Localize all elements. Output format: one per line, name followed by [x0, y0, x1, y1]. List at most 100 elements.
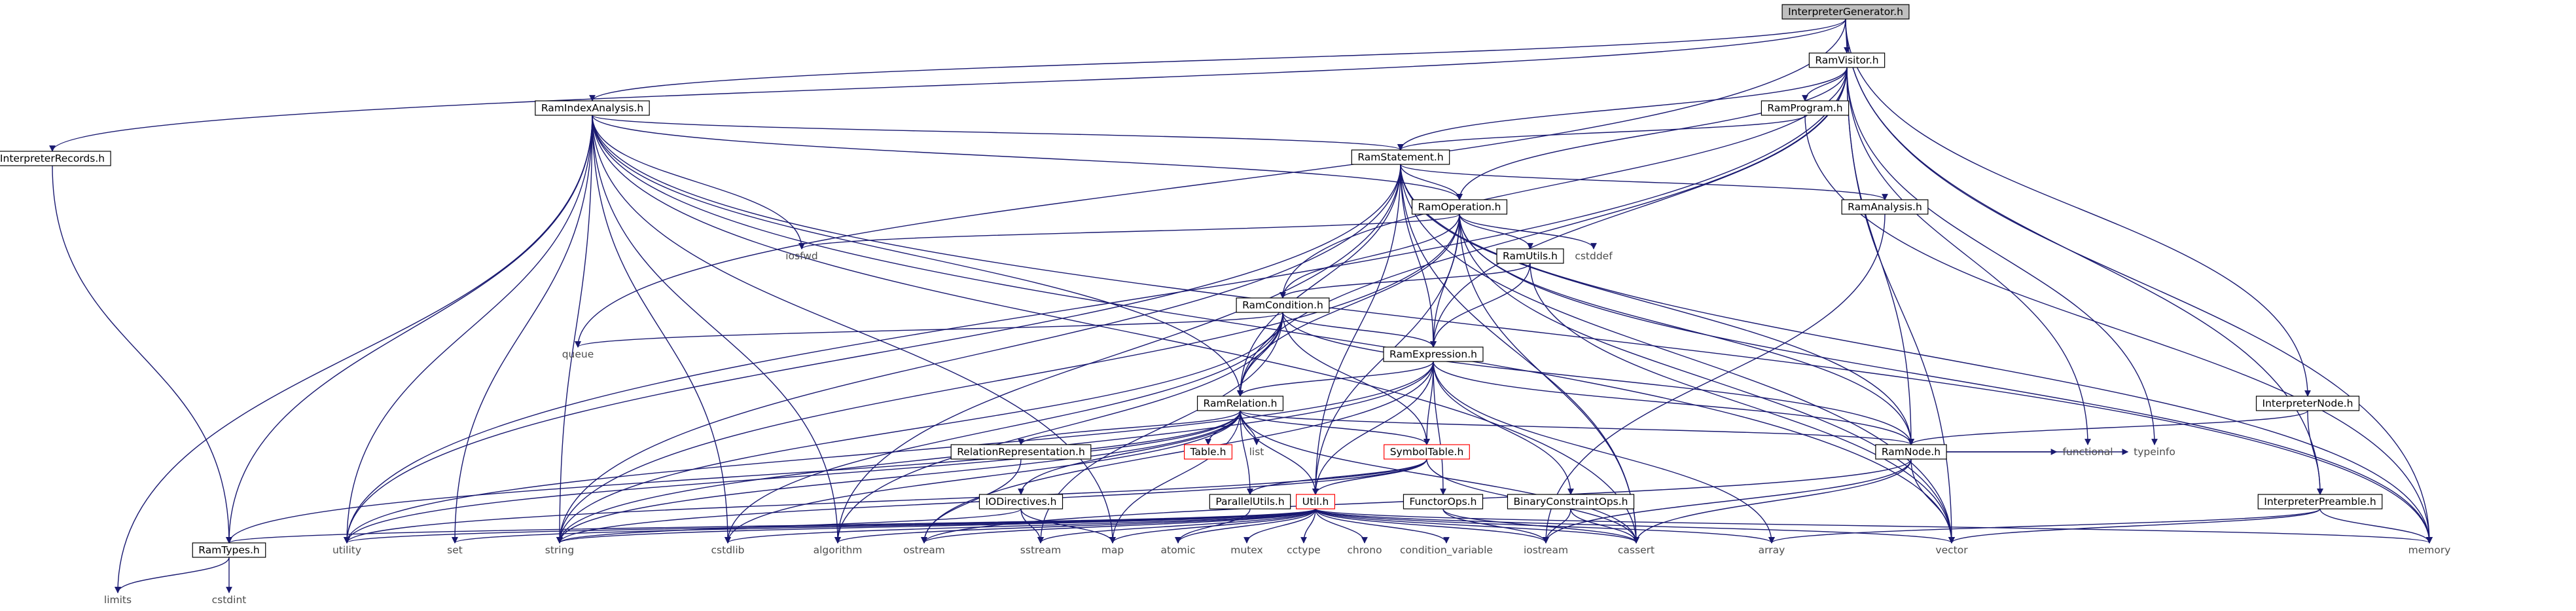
node-ramutils-h[interactable]: RamUtils.h: [1496, 248, 1564, 264]
node-table-h[interactable]: Table.h: [1183, 444, 1233, 460]
node-box: [1296, 494, 1335, 509]
edge-path: [556, 508, 1316, 544]
node-ramrelation-h[interactable]: RamRelation.h: [1196, 396, 1284, 411]
node-ramexpression-h[interactable]: RamExpression.h: [1383, 346, 1484, 362]
edge-ramutils-h-to-vector: [1530, 263, 1955, 544]
node-ramanalysis-h[interactable]: RamAnalysis.h: [1841, 199, 1929, 215]
edge-util-h-to-cctype: [1300, 508, 1316, 544]
node-ramoperation-h[interactable]: RamOperation.h: [1411, 199, 1508, 215]
node-utility: utility: [332, 544, 361, 556]
node-label: RamVisitor.h: [1815, 54, 1878, 66]
edge-ramexpression-h-to-ramnode-h: [1433, 361, 1914, 445]
edge-util-h-to-sstream: [1037, 508, 1316, 544]
edge-ramoperation-h-to-ramrelation-h: [1237, 213, 1460, 397]
edge-ramoperation-h-to-memory: [1459, 213, 2433, 544]
node-label: cassert: [1618, 544, 1655, 556]
edge-path: [556, 410, 1241, 544]
node-box: [978, 494, 1064, 509]
edge-path: [834, 164, 1401, 544]
node-cassert: cassert: [1618, 544, 1655, 556]
node-cstdint: cstdint: [212, 594, 247, 606]
node-interpreterrecords-h[interactable]: InterpreterRecords.h: [0, 151, 111, 166]
edge-path: [1397, 115, 1806, 151]
edge-path: [49, 18, 1846, 152]
edge-path: [798, 213, 1460, 250]
node-vector: vector: [1935, 544, 1968, 556]
node-ramnode-h[interactable]: RamNode.h: [1875, 444, 1947, 460]
edge-util-h-to-condition-variable: [1315, 508, 1450, 544]
node-box: [1875, 444, 1947, 460]
node-relationrepresentation-h[interactable]: RelationRepresentation.h: [950, 444, 1092, 460]
edge-util-h-to-utility: [344, 508, 1316, 544]
edge-util-h-to-mutex: [1243, 508, 1316, 544]
edge-path: [344, 361, 1434, 544]
edge-path: [1845, 18, 2323, 495]
edge-ramstatement-h-to-memory: [1400, 164, 2433, 544]
edge-path: [1530, 263, 1955, 544]
node-binaryconstraintops-h[interactable]: BinaryConstraintOps.h: [1507, 494, 1635, 509]
node-interpretergenerator-h[interactable]: InterpreterGenerator.h: [1781, 4, 1910, 20]
node-interpreterpreamble-h[interactable]: InterpreterPreamble.h: [2257, 494, 2383, 509]
node-box: [1808, 52, 1886, 68]
edge-ramstatement-h-to-ramoperation-h: [1400, 164, 1463, 200]
edge-path: [344, 410, 1241, 544]
edge-path: [589, 18, 1846, 102]
edge-ramrelation-h-to-cassert: [1240, 410, 1639, 544]
edge-ramrelation-h-to-parallelutils-h: [1240, 410, 1253, 495]
node-iodirectives-h[interactable]: IODirectives.h: [978, 494, 1064, 509]
node-box: [0, 151, 111, 166]
edge-ramindexanalysis-h-to-ramstatement-h: [592, 115, 1404, 151]
node-ramstatement-h[interactable]: RamStatement.h: [1351, 149, 1450, 165]
node-label: RamProgram.h: [1767, 102, 1842, 114]
node-label: Table.h: [1190, 446, 1226, 458]
edge-path: [724, 312, 1283, 544]
node-interpreternode-h[interactable]: InterpreterNode.h: [2255, 396, 2360, 411]
edge-ramstatement-h-to-ramrelation-h: [1237, 164, 1401, 397]
node-ostream: ostream: [903, 544, 945, 556]
edge-ramutils-h-to-ramcondition-h: [1279, 263, 1531, 299]
node-label: SymbolTable.h: [1390, 446, 1464, 458]
node-label: cstdlib: [711, 544, 745, 556]
edge-path: [1400, 164, 1914, 445]
edge-path: [1442, 508, 1639, 544]
edge-interpretergenerator-h-to-interpreternode-h: [1845, 18, 2311, 397]
edge-symboltable-h-to-parallelutils-h: [1247, 458, 1427, 495]
node-label: InterpreterPreamble.h: [2264, 496, 2376, 508]
edge-path: [115, 557, 230, 593]
edge-path: [592, 115, 1243, 397]
edge-ramstatement-h-to-algorithm: [834, 164, 1401, 544]
edge-path: [1237, 213, 1460, 397]
node-ramprogram-h[interactable]: RamProgram.h: [1761, 100, 1850, 116]
edge-interpretergenerator-h-to-interpreterrecords-h: [49, 18, 1846, 152]
edge-ramindexanalysis-h-to-cassert: [592, 115, 1639, 544]
edge-ramindexanalysis-h-to-ramtypes-h: [226, 115, 593, 544]
node-parallelutils-h[interactable]: ParallelUtils.h: [1209, 494, 1291, 509]
edge-path: [1315, 508, 1450, 544]
node-ramvisitor-h[interactable]: RamVisitor.h: [1808, 52, 1886, 68]
edge-path: [1456, 67, 1848, 200]
edge-ramrelation-h-to-cstdlib: [724, 410, 1241, 544]
node-util-h[interactable]: Util.h: [1296, 494, 1335, 509]
node-label: string: [545, 544, 575, 556]
edge-ramindexanalysis-h-to-vector: [592, 115, 1955, 544]
node-ramindexanalysis-h[interactable]: RamIndexAnalysis.h: [535, 100, 650, 116]
node-ramtypes-h[interactable]: RamTypes.h: [192, 542, 266, 558]
edge-util-h-to-ostream: [921, 508, 1316, 544]
node-functional: functional: [2062, 446, 2113, 458]
edge-path: [1633, 458, 1912, 544]
edge-ramnode-h-to-iostream: [1543, 458, 1912, 544]
node-functorops-h[interactable]: FunctorOps.h: [1403, 494, 1484, 509]
edge-util-h-to-ramtypes-h: [226, 508, 1316, 544]
edge-ramcondition-h-to-cstdlib: [724, 312, 1283, 544]
node-box: [1781, 4, 1910, 20]
node-string: string: [545, 544, 575, 556]
node-symboltable-h[interactable]: SymbolTable.h: [1384, 444, 1470, 460]
edge-path: [344, 458, 1427, 544]
edge-ramindexanalysis-h-to-ramoperation-h: [592, 115, 1463, 200]
edge-path: [1018, 410, 1241, 495]
node-box: [2255, 396, 2360, 411]
node-label: set: [447, 544, 463, 556]
edge-path: [1240, 410, 1914, 445]
edge-path: [1240, 410, 1639, 544]
node-ramcondition-h[interactable]: RamCondition.h: [1236, 297, 1330, 313]
